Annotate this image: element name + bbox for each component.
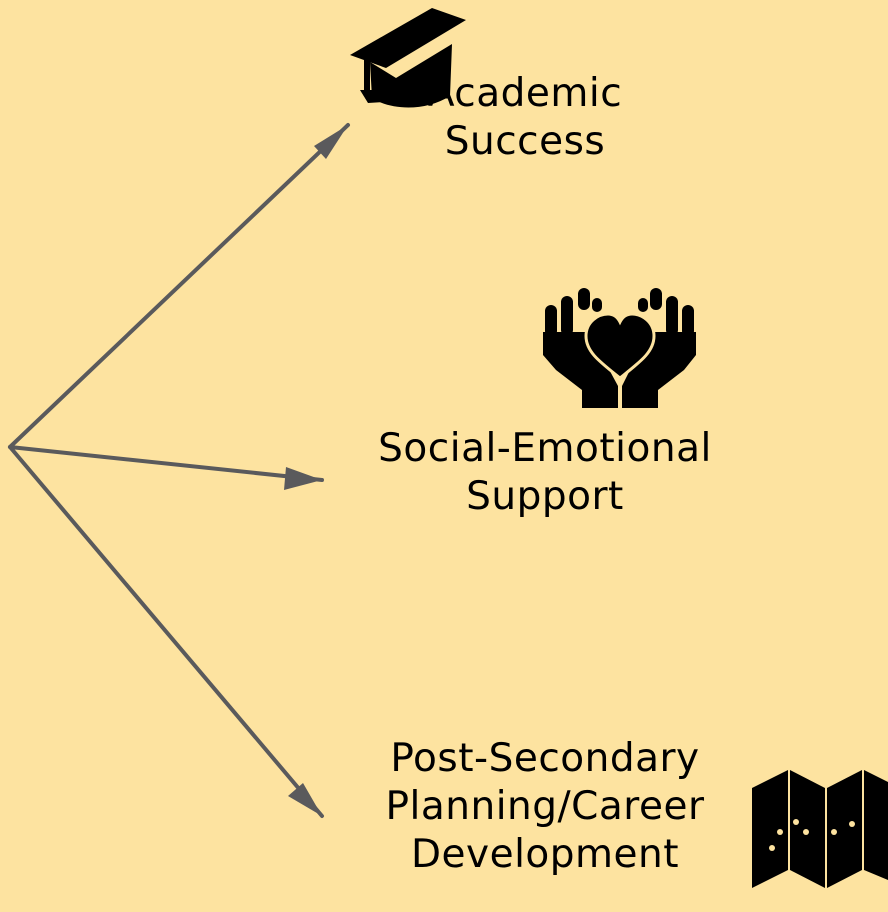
post-secondary-line-1: Post-Secondary <box>390 736 700 781</box>
arrowhead-social <box>284 467 322 490</box>
hands-holding-heart-icon <box>543 288 696 408</box>
arrow-to-post-secondary-planning <box>8 445 324 818</box>
academic-success-line-1: Academic <box>427 71 623 116</box>
graduation-cap-icon <box>350 8 466 108</box>
folded-map-icon <box>752 770 888 888</box>
arrowhead-academic <box>314 125 348 159</box>
social-emotional-line-2: Support <box>466 474 624 519</box>
arrow-to-social-emotional-support <box>8 445 324 482</box>
post-secondary-planning-label: Post-Secondary Planning/Career Developme… <box>335 735 755 879</box>
arrowhead-post <box>288 783 322 816</box>
social-emotional-line-1: Social-Emotional <box>378 426 712 471</box>
arrow-to-academic-success <box>8 123 350 449</box>
arrows <box>8 123 350 818</box>
post-secondary-line-3: Development <box>410 832 680 877</box>
academic-success-label: Academic Success <box>395 70 655 166</box>
post-secondary-line-2: Planning/Career <box>385 784 705 829</box>
social-emotional-support-label: Social-Emotional Support <box>330 425 760 521</box>
academic-success-line-2: Success <box>444 119 606 164</box>
